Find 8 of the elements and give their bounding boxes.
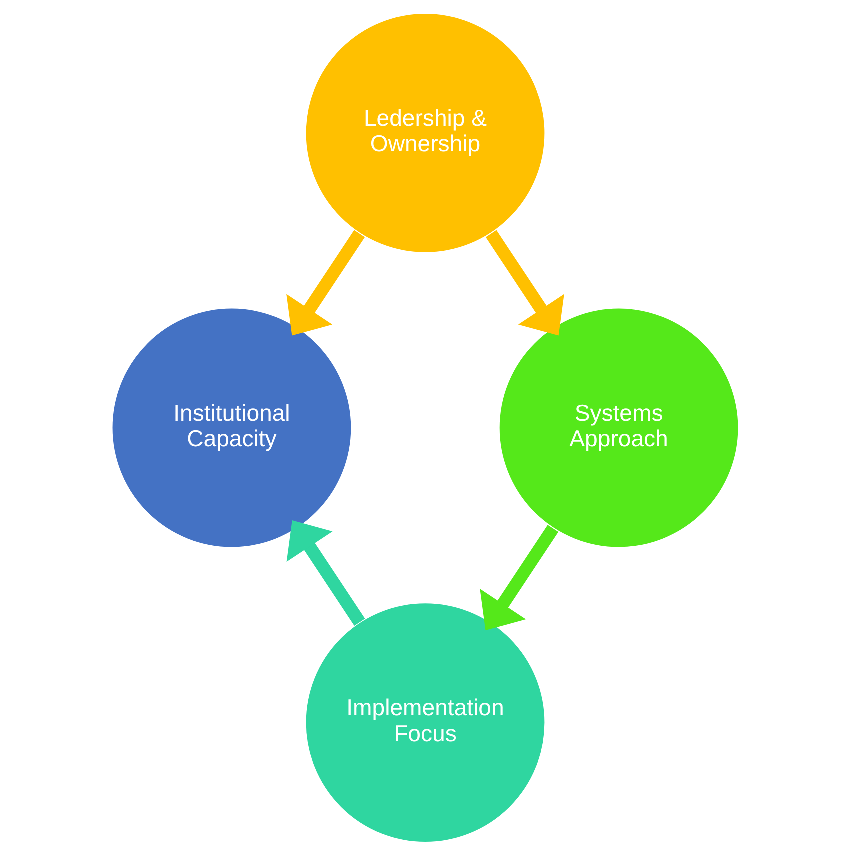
arrow	[486, 230, 564, 336]
node-circle: Institutional Capacity	[111, 308, 352, 548]
node-circle: Implementation Focus	[305, 602, 546, 844]
node-circle: Ledership & Ownership	[305, 12, 546, 254]
node-circle: Systems Approach	[498, 308, 740, 548]
arrow	[286, 520, 366, 626]
arrow	[286, 230, 366, 336]
arrow	[480, 525, 559, 631]
